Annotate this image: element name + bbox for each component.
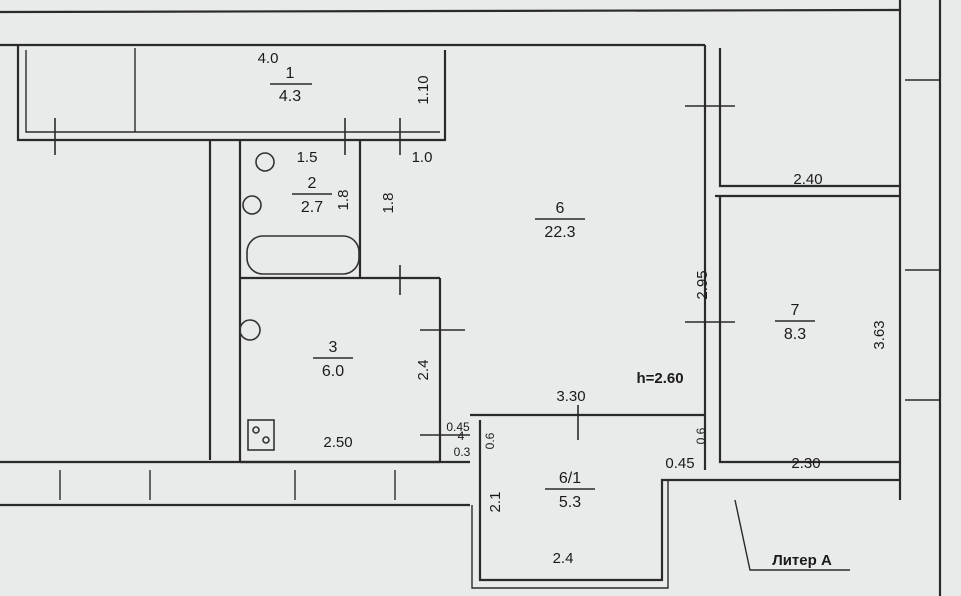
room-6-1-number: 6/1 [559, 470, 581, 487]
dim-step-e: 0.6 [694, 427, 708, 444]
dim-room7-depth: 3.63 [871, 320, 888, 349]
dim-room6-width: 1.8 [380, 193, 397, 214]
room-6-1-area: 5.3 [559, 494, 581, 511]
dim-room1-length: 4.0 [258, 50, 279, 67]
kitchen-sink-icon [239, 319, 261, 341]
building-letter: Литер А [772, 552, 832, 569]
dim-room3-length: 2.50 [323, 434, 352, 451]
room-6-number: 6 [556, 200, 565, 217]
room-2-number: 2 [308, 175, 317, 192]
bathtub-icon [246, 235, 360, 275]
dim-loggia-length: 2.4 [553, 550, 574, 567]
room-3-area: 6.0 [322, 363, 344, 380]
room-labels: 1 4.3 2 2.7 3 6.0 6 22.3 6/1 5.3 7 8.3 [270, 65, 815, 511]
room-6-area: 22.3 [544, 224, 575, 241]
dim-bath-width: 1.8 [335, 190, 352, 211]
dim-step-c: 0.3 [454, 445, 471, 459]
room-7-number: 7 [791, 302, 800, 319]
toilet-icon [255, 152, 275, 172]
dim-room6-depth: 2.95 [694, 270, 711, 299]
room-2-area: 2.7 [301, 199, 323, 216]
dim-step-d: 0.45 [665, 455, 694, 472]
tick-marks [54, 105, 735, 440]
dim-corridor-width: 1.0 [412, 149, 433, 166]
dim-room6-length: 3.30 [556, 388, 585, 405]
dim-step-a: 0.45 [446, 420, 470, 434]
dim-step-4: 4 [458, 429, 465, 443]
room-1-number: 1 [286, 65, 295, 82]
dim-bath-length: 1.5 [297, 149, 318, 166]
dim-room1-width: 1.10 [415, 75, 432, 104]
room-7-area: 8.3 [784, 326, 806, 343]
dim-room3-width: 2.4 [415, 360, 432, 381]
sink-icon [242, 195, 262, 215]
dim-step-b: 0.6 [483, 432, 497, 449]
room-1-area: 4.3 [279, 88, 301, 105]
dim-room7-bottom: 2.30 [791, 455, 820, 472]
dim-loggia-depth: 2.1 [487, 492, 504, 513]
dim-room7-top: 2.40 [793, 171, 822, 188]
dimension-labels: 4.0 1.10 1.5 1.0 1.8 1.8 2.4 2.50 3.30 2… [258, 50, 888, 567]
room-3-number: 3 [329, 339, 338, 356]
fixtures [239, 152, 360, 451]
stove-icon [247, 419, 275, 451]
ceiling-height: h=2.60 [636, 370, 683, 387]
